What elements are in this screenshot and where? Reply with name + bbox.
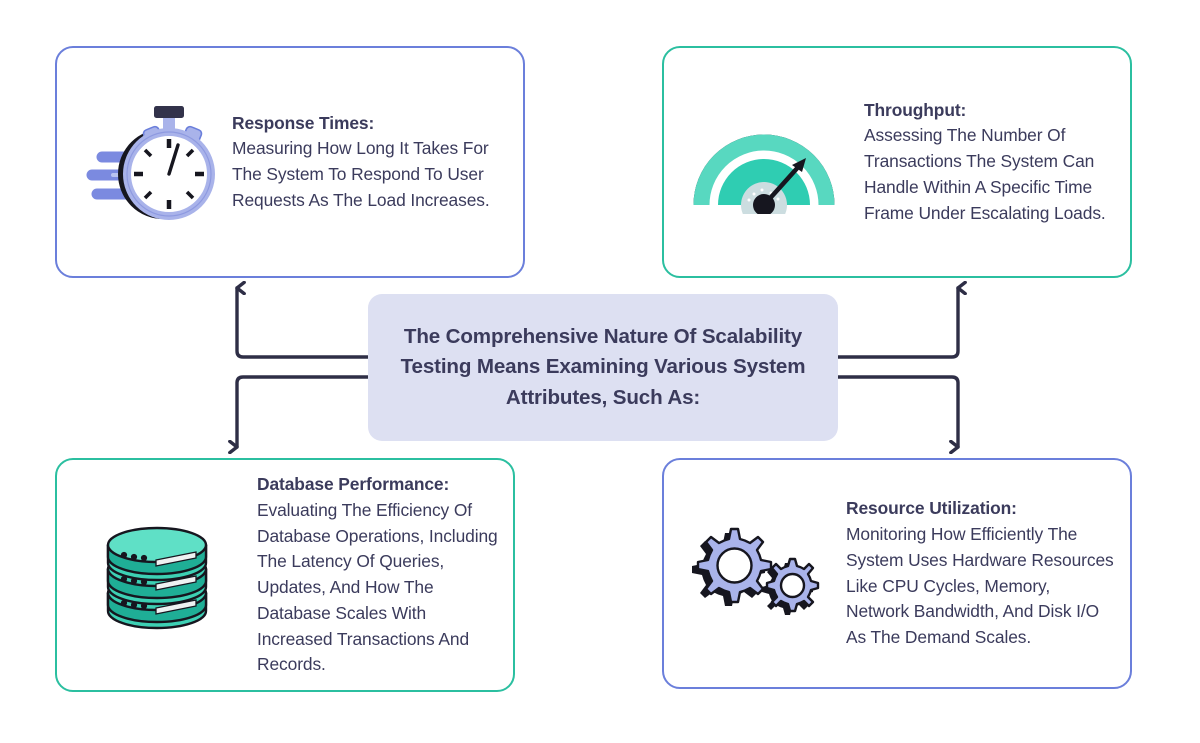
card-throughput[interactable]: Throughput: Assessing The Number Of Tran… xyxy=(662,46,1132,278)
gauge-icon xyxy=(693,134,835,214)
clock-ticks xyxy=(133,139,204,209)
card-database-performance[interactable]: Database Performance: Evaluating The Eff… xyxy=(55,458,515,692)
card-lead: Database Performance: xyxy=(257,474,450,494)
db-stripes xyxy=(155,551,197,615)
connector-to-resource-utilization xyxy=(836,375,958,447)
stopwatch-icon-wrap xyxy=(57,101,232,223)
database-icon xyxy=(106,526,208,630)
card-text-response-times: Response Times: Measuring How Long It Ta… xyxy=(232,111,523,214)
card-lead: Resource Utilization: xyxy=(846,498,1017,519)
center-statement-text: The Comprehensive Nature Of Scalability … xyxy=(400,325,806,409)
card-lead: Throughput: xyxy=(864,99,967,120)
card-body: Assessing The Number Of Transactions The… xyxy=(864,125,1106,223)
connector-to-response-times xyxy=(237,288,370,359)
gauge-icon-wrap xyxy=(664,110,864,214)
center-statement-box: The Comprehensive Nature Of Scalability … xyxy=(368,294,838,441)
stopwatch-icon xyxy=(86,106,215,220)
card-text-database-performance: Database Performance: Evaluating The Eff… xyxy=(257,472,513,678)
card-lead: Response Times: xyxy=(232,112,375,133)
card-body: Measuring How Long It Takes For The Syst… xyxy=(232,138,490,210)
card-body: Monitoring How Efficiently The System Us… xyxy=(846,524,1114,647)
card-text-throughput: Throughput: Assessing The Number Of Tran… xyxy=(864,98,1130,227)
database-icon-wrap xyxy=(57,519,257,631)
card-resource-utilization[interactable]: Resource Utilization: Monitoring How Eff… xyxy=(662,458,1132,689)
card-text-resource-utilization: Resource Utilization: Monitoring How Eff… xyxy=(846,496,1130,651)
db-leds xyxy=(120,551,148,610)
gears-icon xyxy=(692,527,820,615)
card-response-times[interactable]: Response Times: Measuring How Long It Ta… xyxy=(55,46,525,278)
connector-to-throughput xyxy=(836,288,958,359)
connector-to-database-performance xyxy=(237,375,370,447)
gears-icon-wrap xyxy=(664,521,846,627)
card-body: Evaluating The Efficiency Of Database Op… xyxy=(257,499,498,675)
